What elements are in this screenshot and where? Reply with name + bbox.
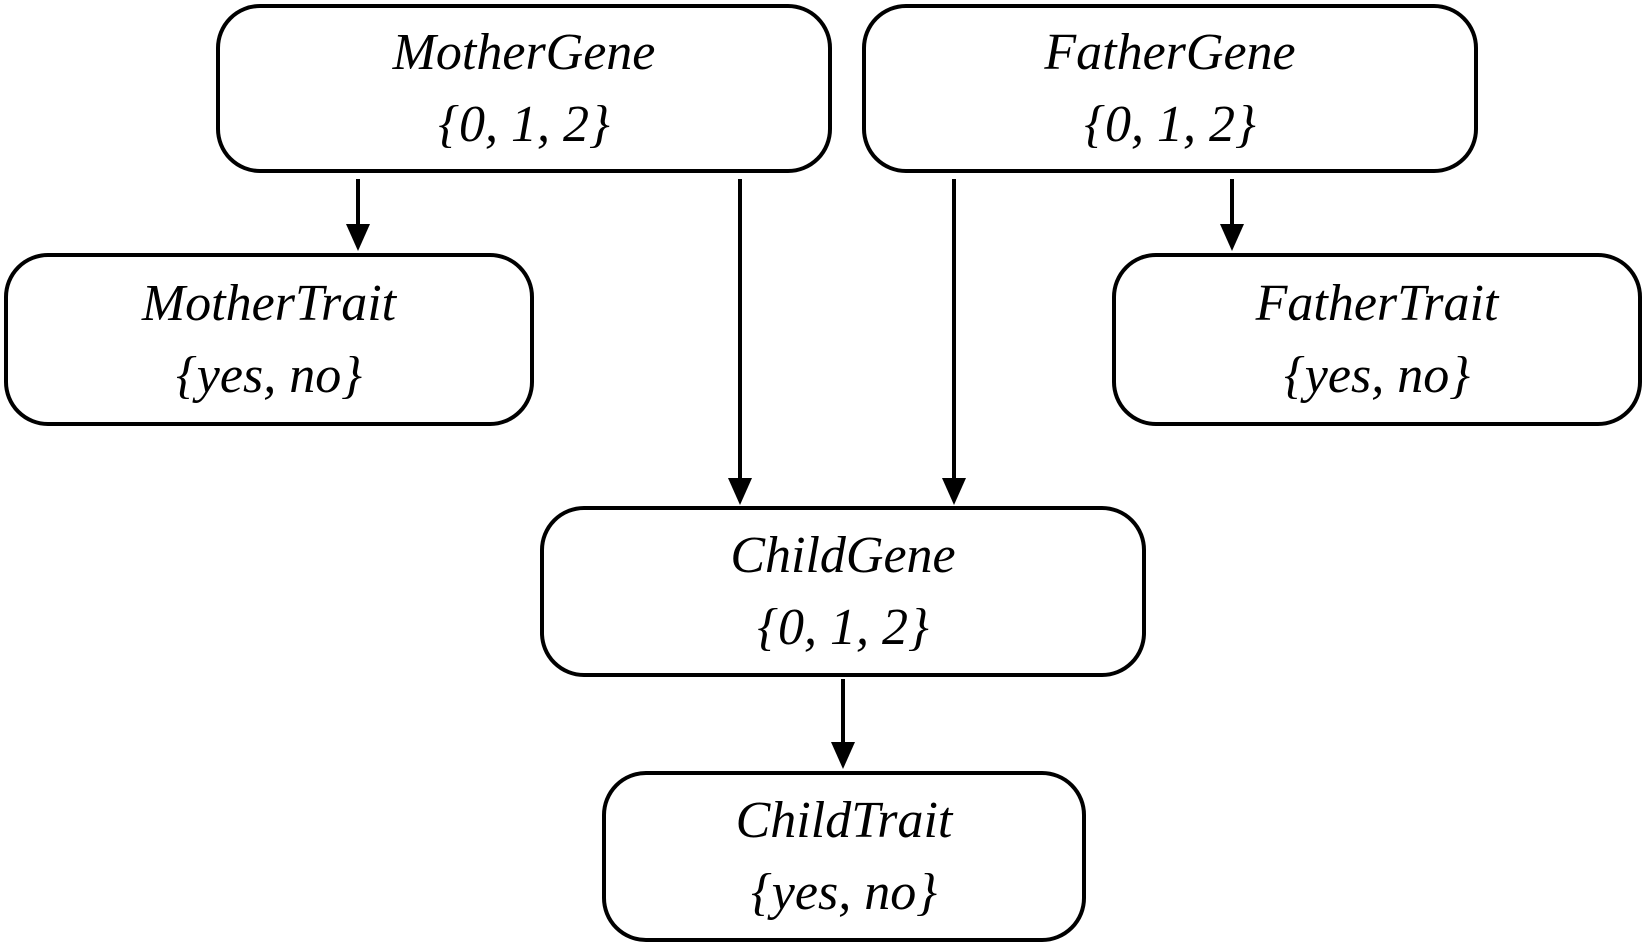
node-name: ChildTrait (735, 791, 953, 849)
node-name: FatherTrait (1255, 274, 1499, 332)
node-father-gene: FatherGene {0, 1, 2} (862, 4, 1478, 173)
node-name: MotherGene (392, 23, 656, 81)
node-values: {0, 1, 2} (1084, 95, 1256, 153)
edge-mothergene-mothertrait (346, 179, 370, 251)
node-name: FatherGene (1044, 23, 1296, 81)
node-values: {0, 1, 2} (438, 95, 610, 153)
node-child-gene: ChildGene {0, 1, 2} (540, 506, 1146, 677)
edge-fathergene-fathertrait (1220, 179, 1244, 251)
node-name: ChildGene (730, 526, 956, 584)
node-values: {yes, no} (751, 863, 937, 921)
node-father-trait: FatherTrait {yes, no} (1112, 253, 1642, 426)
node-mother-trait: MotherTrait {yes, no} (4, 253, 534, 426)
node-values: {yes, no} (1284, 346, 1470, 404)
node-values: {0, 1, 2} (757, 598, 929, 656)
node-child-trait: ChildTrait {yes, no} (602, 771, 1086, 942)
node-mother-gene: MotherGene {0, 1, 2} (216, 4, 832, 173)
node-values: {yes, no} (176, 346, 362, 404)
node-name: MotherTrait (141, 274, 397, 332)
edge-childgene-childtrait (831, 679, 855, 769)
edge-fathergene-childgene (942, 179, 966, 505)
edge-mothergene-childgene (728, 179, 752, 505)
